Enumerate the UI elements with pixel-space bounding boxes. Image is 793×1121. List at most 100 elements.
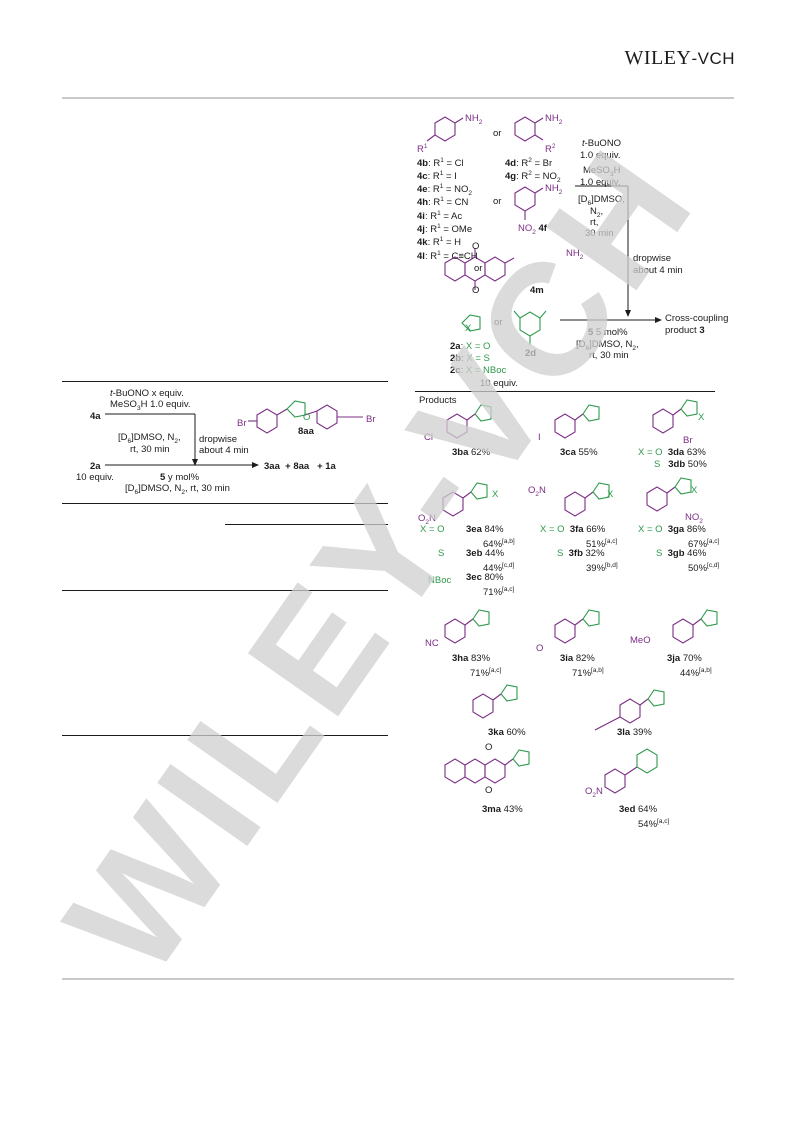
xo-3e: X = O <box>420 524 445 535</box>
left-dropwise-2: about 4 min <box>199 445 249 456</box>
aniline-4d: 4d: R2 = Br <box>505 157 553 170</box>
cond-dmso: [D6]DMSO, <box>578 194 625 207</box>
8aa-oxygen: O <box>303 412 311 423</box>
prod-3ga: X = O 3ga 86% <box>638 524 706 535</box>
aniline-4k: 4k: R1 = H <box>417 236 462 249</box>
nh2-ortho: NH2 <box>545 113 563 126</box>
publisher-logo: WILEY-VCH <box>624 47 735 69</box>
prod-3ed2: 54%[a,c] <box>638 818 670 831</box>
left-furan-equiv: 10 equiv. <box>76 472 114 483</box>
product-structures <box>442 399 718 794</box>
o-4m-top: O <box>472 241 480 252</box>
prod-3eb2: 44%[c,d] <box>483 562 515 575</box>
prod-3ba: 3ba 62% <box>452 447 491 458</box>
no2-4f: NO2 4f <box>518 223 547 236</box>
or-1: or <box>493 128 502 139</box>
prod-3fa2: 51%[a,c] <box>586 538 618 551</box>
dropwise-right-2: about 4 min <box>633 265 683 276</box>
sub-br: Br <box>683 435 693 446</box>
prod-3ha: 3ha 83% <box>452 653 491 664</box>
8aa-br-right: Br <box>366 414 376 425</box>
prod-3da: X = O 3da 63% <box>638 447 706 458</box>
prod-3ea: 3ea 84% <box>466 524 504 535</box>
footer-rule <box>62 978 734 980</box>
cond-time: 30 min <box>585 228 614 239</box>
prod-3fa: X = O 3fa 66% <box>540 524 606 535</box>
header-rule <box>62 97 734 99</box>
aniline-4h: 4h: R1 = CN <box>417 196 469 209</box>
left-rule-3 <box>62 590 388 591</box>
reagent-meso3h: MeSO3H <box>583 165 621 178</box>
prod-3ed: 3ed 64% <box>619 804 658 815</box>
left-catalyst: 5 y mol% <box>160 472 200 483</box>
sub-meo: MeO <box>630 635 651 646</box>
left-start-4a: 4a <box>90 411 101 422</box>
or-4: or <box>494 317 503 328</box>
label-4m: 4m <box>530 285 544 296</box>
hetero-equiv: 10 equiv. <box>480 378 518 389</box>
prod-3ha2: 71%[a,c] <box>470 667 502 680</box>
r1-label: R1 <box>417 143 428 156</box>
nh2-4m: NH2 <box>566 248 584 261</box>
prod-3ja2: 44%[a,b] <box>680 667 712 680</box>
sub-o2n-3e: O2N <box>418 513 436 526</box>
cross-coupling-2: product 3 <box>665 325 705 336</box>
structure-8aa <box>248 400 363 434</box>
prod-3ea2: 64%[a,b] <box>483 538 515 551</box>
left-rule-4 <box>62 735 388 736</box>
prod-3ja: 3ja 70% <box>667 653 702 664</box>
left-cond-bottom: [D6]DMSO, N2, rt, 30 min <box>125 483 230 496</box>
left-rule-1 <box>62 503 388 504</box>
o-3ma-bottom: O <box>485 785 493 796</box>
sub-cl: Cl <box>424 432 433 443</box>
left-reagent-1: t-BuONO x equiv. <box>110 388 184 399</box>
prod-3la: 3la 39% <box>617 727 652 738</box>
prod-3ec2: 71%[a,c] <box>483 586 515 599</box>
or-3: or <box>474 263 483 274</box>
aniline-4e: 4e: R1 = NO2 <box>417 183 473 198</box>
left-cond-2: rt, 30 min <box>130 444 170 455</box>
cond-rt: rt, <box>590 217 599 228</box>
hetero-2a: 2a: X = O <box>450 341 491 352</box>
sub-no2-3g: NO2 <box>685 512 703 525</box>
prod-3ec: 3ec 80% <box>466 572 504 583</box>
left-furan-2a: 2a <box>90 461 101 472</box>
aniline-4l: 4l: R1 = C≡CH <box>417 250 478 263</box>
prod-3db: S 3db 50% <box>654 459 707 470</box>
aniline-structures <box>426 116 662 345</box>
sub-o2n-3f: O2N <box>528 485 546 498</box>
x-3e: X <box>492 489 499 500</box>
aniline-4c: 4c: R1 = I <box>417 170 457 183</box>
cond-n2: N2, <box>590 206 604 219</box>
prod-3eb: 3eb 44% <box>466 548 505 559</box>
reagent-meso3h-equiv: 1.0 equiv. <box>580 177 621 188</box>
o-3ma-top: O <box>485 742 493 753</box>
x-3d: X <box>698 412 705 423</box>
or-2: or <box>493 196 502 207</box>
prod-3fb2: 39%[b,d] <box>586 562 618 575</box>
prod-3ka: 3ka 60% <box>488 727 526 738</box>
left-rule-2 <box>225 524 388 525</box>
cross-coupling-1: Cross-coupling <box>665 313 729 324</box>
hetero-2b: 2b: X = S <box>450 353 490 364</box>
cat-cond-1: [D6]DMSO, N2, <box>576 339 639 352</box>
x-3f: X <box>607 489 614 500</box>
cat-right: 5 5 mol% <box>588 327 628 338</box>
nboc-3e: NBoc <box>428 575 452 586</box>
prod-3gb: S 3gb 46% <box>656 548 707 559</box>
prod-3fb: S 3fb 32% <box>557 548 605 559</box>
sub-acetyl-o: O <box>536 643 544 654</box>
left-reagent-2: MeSO3H 1.0 equiv. <box>110 399 191 412</box>
products-heading: Products <box>419 395 457 406</box>
reagent-tbuono: t-BuONO <box>582 138 622 149</box>
x-furan: X <box>465 323 472 334</box>
o-4m-bottom: O <box>472 285 480 296</box>
aniline-4g: 4g: R2 = NO2 <box>505 170 561 185</box>
prod-3ia2: 71%[a,b] <box>572 667 604 680</box>
reagent-tbuono-equiv: 1.0 equiv. <box>580 150 621 161</box>
aniline-4j: 4j: R1 = OMe <box>417 223 473 236</box>
x-3g: X <box>691 485 698 496</box>
8aa-br-left: Br <box>237 418 247 429</box>
label-2d: 2d <box>525 348 537 359</box>
hetero-2c: 2c: X = NBoc <box>450 365 507 376</box>
